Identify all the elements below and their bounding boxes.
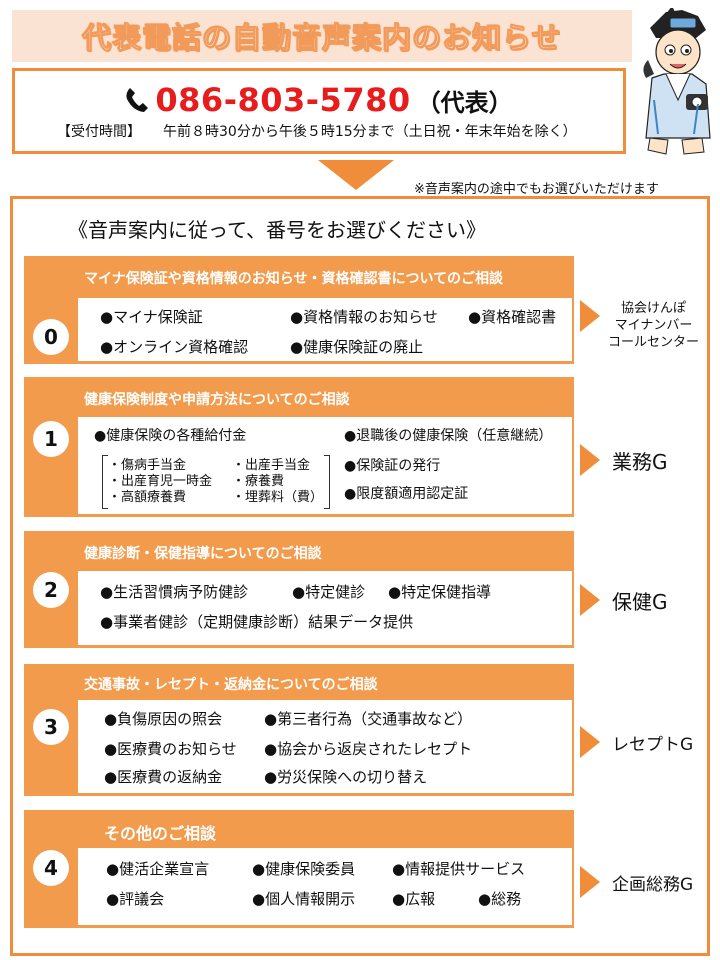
list-item: ●限度額適用認定証 xyxy=(344,486,469,502)
option-number-0[interactable]: 0 xyxy=(33,319,69,355)
right-arrow-icon xyxy=(580,300,600,332)
list-item: ●退職後の健康保険（任意継続） xyxy=(344,428,553,444)
right-arrow-icon xyxy=(580,726,600,758)
phone-box: 086-803-5780 （代表） 【受付時間】 午前８時30分から午後５時15分… xyxy=(12,68,626,154)
dept-label: レセプトG xyxy=(612,734,694,755)
list-item: ●健康保険の各種給付金 xyxy=(94,428,247,444)
dept-2: 保健G xyxy=(580,584,668,616)
section-header: 交通事故・レセプト・返納金についてのご相談 xyxy=(84,677,378,693)
list-item: ●個人情報開示 xyxy=(252,890,356,908)
sub-item: ・高額療養費 xyxy=(108,490,187,505)
page-title: 代表電話の自動音声案内のお知らせ xyxy=(82,21,562,56)
title-banner: 代表電話の自動音声案内のお知らせ xyxy=(12,10,632,62)
right-arrow-icon xyxy=(580,866,600,898)
phone-line: 086-803-5780 （代表） xyxy=(15,81,623,119)
sub-item: ・出産手当金 xyxy=(232,458,311,473)
bracket-right xyxy=(324,455,330,509)
section-header: その他のご相談 xyxy=(104,824,217,843)
list-item: ●評議会 xyxy=(106,890,165,908)
list-item: ●医療費のお知らせ xyxy=(104,740,237,758)
list-item: ●オンライン資格確認 xyxy=(100,338,249,356)
list-item: ●情報提供サービス xyxy=(392,860,526,878)
phone-icon xyxy=(126,88,149,112)
sub-item: ・療養費 xyxy=(232,474,285,489)
section-2: 健康診断・保健指導についてのご相談 2 ●生活習慣病予防健診 ●特定健診 ●特定… xyxy=(24,531,574,648)
hours-label: 【受付時間】 xyxy=(57,124,141,140)
list-item: ●労災保険への切り替え xyxy=(264,768,428,786)
dept-1: 業務G xyxy=(580,444,668,476)
dept-label: 業務G xyxy=(612,449,668,474)
section-body: ●健活企業宣言 ●健康保険委員 ●情報提供サービス ●評議会 ●個人情報開示 ●… xyxy=(78,848,572,925)
bracket-left xyxy=(102,455,108,509)
instruction-text: 《音声案内に従って、番号をお選びください》 xyxy=(68,218,486,242)
list-item: ●健康保険証の廃止 xyxy=(290,338,424,356)
list-item: ●資格情報のお知らせ xyxy=(290,308,438,326)
section-header: マイナ保険証や資格情報のお知らせ・資格確認書についてのご相談 xyxy=(84,271,504,287)
phone-number[interactable]: 086-803-5780 xyxy=(155,81,411,119)
section-body: ●負傷原因の照会 ●第三者行為（交通事故など） ●医療費のお知らせ ●協会から返… xyxy=(78,700,572,793)
section-body: ●生活習慣病予防健診 ●特定健診 ●特定保健指導 ●事業者健診（定期健康診断）結… xyxy=(78,571,572,645)
option-number-3[interactable]: 3 xyxy=(33,709,69,745)
option-number-1[interactable]: 1 xyxy=(33,421,69,457)
dept-label: 企画総務G xyxy=(612,874,694,895)
sub-item: ・傷病手当金 xyxy=(108,458,187,473)
option-number-4[interactable]: 4 xyxy=(33,850,69,886)
list-item: ●協会から返戻されたレセプト xyxy=(264,740,473,758)
section-4: その他のご相談 4 ●健活企業宣言 ●健康保険委員 ●情報提供サービス ●評議会… xyxy=(24,810,574,928)
hours-line: 【受付時間】 午前８時30分から午後５時15分まで（土日祝・年末年始を除く） xyxy=(57,121,617,141)
phone-suffix: （代表） xyxy=(416,88,513,117)
section-body: ●健康保険の各種給付金 ●退職後の健康保険（任意継続） ●保険証の発行 ●限度額… xyxy=(78,417,572,514)
option-number-2[interactable]: 2 xyxy=(33,572,69,608)
mascot-illustration xyxy=(643,8,711,155)
list-item: ●マイナ保険証 xyxy=(100,308,203,326)
list-item: ●事業者健診（定期健康診断）結果データ提供 xyxy=(100,613,414,631)
list-item: ●健活企業宣言 xyxy=(106,860,210,878)
section-1: 健康保険制度や申請方法についてのご相談 1 ●健康保険の各種給付金 ●退職後の健… xyxy=(24,377,574,517)
section-header: 健康診断・保健指導についてのご相談 xyxy=(84,546,322,562)
dept-line: マイナンバー xyxy=(614,318,693,333)
right-arrow-icon xyxy=(580,584,600,616)
sub-item: ・埋葬料（費） xyxy=(232,490,324,505)
dept-arrow-0 xyxy=(580,300,600,332)
right-arrow-icon xyxy=(580,444,600,476)
dept-3: レセプトG xyxy=(580,726,693,758)
dept-line: 協会けんぽ xyxy=(621,301,687,316)
list-item: ●生活習慣病予防健診 xyxy=(100,583,249,601)
list-item: ●負傷原因の照会 xyxy=(104,710,223,728)
dept-line: コールセンター xyxy=(608,335,700,350)
section-0: マイナ保険証や資格情報のお知らせ・資格確認書についてのご相談 0 ●マイナ保険証… xyxy=(24,256,574,364)
down-arrow-icon xyxy=(318,160,394,190)
list-item: ●広報 xyxy=(392,890,436,908)
list-item: ●医療費の返納金 xyxy=(104,768,223,786)
list-item: ●資格確認書 xyxy=(468,308,557,326)
note-text: ※音声案内の途中でもお選びいただけます xyxy=(414,182,659,197)
dept-label-0: 協会けんぽ マイナンバー コールセンター xyxy=(608,300,699,351)
section-3: 交通事故・レセプト・返納金についてのご相談 3 ●負傷原因の照会 ●第三者行為（… xyxy=(24,664,574,796)
list-item: ●保険証の発行 xyxy=(344,458,441,474)
list-item: ●健康保険委員 xyxy=(252,860,356,878)
list-item: ●特定保健指導 xyxy=(388,583,492,601)
list-item: ●第三者行為（交通事故など） xyxy=(264,710,473,728)
section-body: ●マイナ保険証 ●資格情報のお知らせ ●資格確認書 ●オンライン資格確認 ●健康… xyxy=(78,298,572,361)
section-header: 健康保険制度や申請方法についてのご相談 xyxy=(84,392,350,408)
dept-label: 保健G xyxy=(612,589,668,614)
list-item: ●総務 xyxy=(478,890,522,908)
sub-item: ・出産育児一時金 xyxy=(108,474,213,489)
hours-text: 午前８時30分から午後５時15分まで（土日祝・年末年始を除く） xyxy=(163,124,577,140)
dept-4: 企画総務G xyxy=(580,866,693,898)
list-item: ●特定健診 xyxy=(292,583,366,601)
